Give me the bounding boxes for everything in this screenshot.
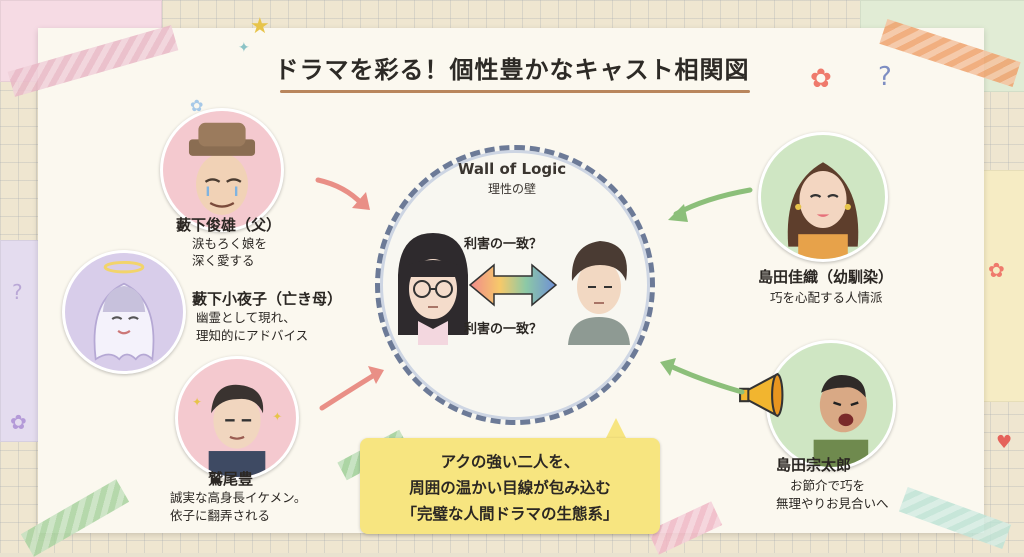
sparkle-icon: ✦ xyxy=(238,40,250,56)
summary-callout: アクの強い二人を、 周囲の温かい目線が包み込む 「完璧な人間ドラマの生態系」 xyxy=(360,438,660,534)
sotaro-desc-line-2: 無理やりお見合いへ xyxy=(776,496,889,511)
relation-label-bottom: 利害の一致？ xyxy=(464,322,543,337)
kaori-portrait-icon xyxy=(787,162,859,259)
wall-of-logic-title: Wall of Logic xyxy=(457,160,567,178)
page-title: ドラマを彩る！個性豊かなキャスト相関図 xyxy=(274,56,750,84)
washio-name: 鷲尾豊 xyxy=(208,470,254,488)
avatar-washio: ✦ ✦ xyxy=(175,356,299,480)
star-icon: ★ xyxy=(250,14,270,39)
callout-line-2: 周囲の温かい目線が包み込む xyxy=(409,479,611,497)
callout-line-1: アクの強い二人を、 xyxy=(440,453,580,471)
wall-of-logic-subtitle: 理性の壁 xyxy=(487,182,536,196)
ghost-portrait-icon xyxy=(93,260,155,362)
father-desc-line-1: 涙もろく娘を xyxy=(192,236,268,251)
yoriko-portrait-icon xyxy=(398,233,468,345)
avatar-kaori xyxy=(758,132,888,262)
arrow-father-to-center xyxy=(315,177,365,207)
father-desc-line-2: 深く愛する xyxy=(192,253,255,268)
arrow-washio-to-center xyxy=(319,371,379,411)
flower-icon: ✿ xyxy=(810,64,832,94)
callout-line-3: 「完璧な人間ドラマの生態系」 xyxy=(401,505,619,523)
megaphone-icon xyxy=(739,372,784,418)
svg-text:✦: ✦ xyxy=(192,395,202,409)
mutual-interest-arrow xyxy=(468,263,558,307)
mother-name: 藪下小夜子（亡き母） xyxy=(192,290,343,308)
washio-desc-line-2: 依子に翻弄される xyxy=(170,508,271,523)
kaori-desc-line-1: 巧を心配する人情派 xyxy=(770,290,883,305)
flower-icon: ✿ xyxy=(988,258,1005,282)
arrow-sotaro-to-center xyxy=(663,361,745,395)
question-mark-icon: ? xyxy=(878,62,892,92)
washio-portrait-icon: ✦ ✦ xyxy=(192,384,282,477)
relation-label-top: 利害の一致？ xyxy=(464,237,543,252)
avatar-sotaro xyxy=(766,340,896,470)
question-mark-icon: ? xyxy=(12,280,23,304)
flower-icon: ✿ xyxy=(190,96,204,115)
father-name: 藪下俊雄（父） xyxy=(176,216,282,234)
washio-desc-line-1: 誠実な高身長イケメン。 xyxy=(170,490,307,505)
arrow-kaori-to-center xyxy=(673,187,753,217)
svg-text:✦: ✦ xyxy=(272,409,282,423)
kaori-name: 島田佳織（幼馴染） xyxy=(758,268,894,286)
mother-desc-line-1: 幽霊として現れ、 xyxy=(196,310,296,325)
sotaro-portrait-icon xyxy=(813,374,869,467)
heart-icon: ♥ xyxy=(996,432,1013,453)
takumi-portrait-icon xyxy=(568,241,630,345)
sotaro-desc-line-1: お節介で巧を xyxy=(790,478,866,493)
title-underline xyxy=(280,90,750,93)
mother-desc-line-2: 理知的にアドバイス xyxy=(196,328,309,343)
avatar-father xyxy=(160,108,284,232)
father-portrait-icon xyxy=(188,122,256,215)
flower-icon: ✿ xyxy=(10,410,27,434)
sotaro-name: 島田宗太郎 xyxy=(776,456,852,474)
avatar-mother xyxy=(62,250,186,374)
